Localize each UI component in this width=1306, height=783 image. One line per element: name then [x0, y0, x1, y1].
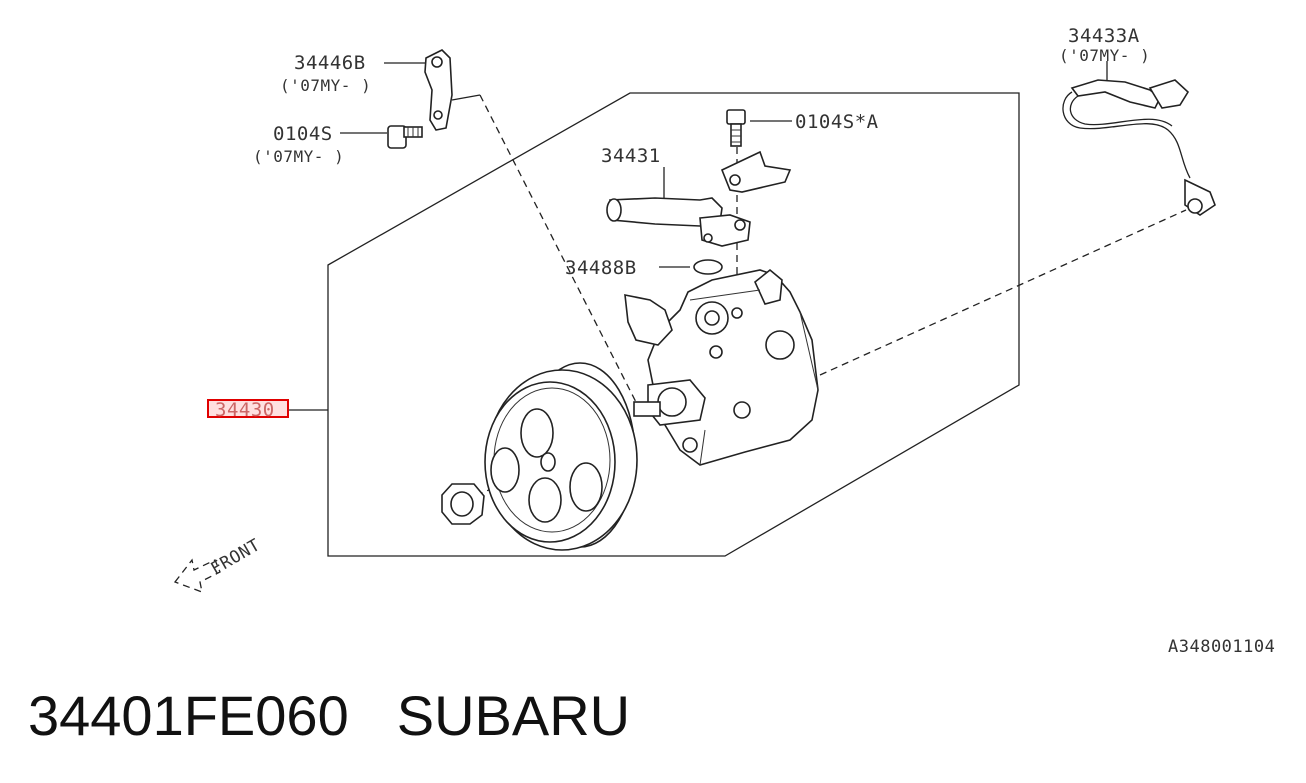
- bolt-part: [387, 125, 423, 149]
- label-0104s-note: ('07MY- ): [253, 147, 344, 166]
- sensor-hose-part: [1062, 79, 1216, 216]
- front-arrow-icon: FRONT: [173, 535, 264, 594]
- highlight-box[interactable]: [207, 399, 289, 418]
- label-34446b: 34446B: [294, 52, 366, 74]
- front-label: FRONT: [208, 535, 264, 579]
- pump-body: [624, 268, 819, 466]
- label-34488b: 34488B: [565, 257, 637, 279]
- leader-lines: [288, 61, 1108, 411]
- bolt-a-part: [726, 109, 746, 147]
- pipe-part: [606, 150, 792, 247]
- brand-name: SUBARU: [396, 684, 631, 747]
- nut-part: [441, 483, 485, 525]
- label-0104s-a: 0104S*A: [795, 111, 879, 133]
- label-34446b-note: ('07MY- ): [280, 76, 371, 95]
- label-34430[interactable]: 34430: [215, 399, 275, 421]
- bracket-part: [424, 49, 481, 131]
- caption: 34401FE060 SUBARU: [28, 683, 678, 748]
- diagram-code: A348001104: [1168, 637, 1275, 657]
- assembly-frame: [327, 92, 1020, 557]
- pulley-part: [484, 362, 638, 551]
- part-number: 34401FE060: [28, 684, 349, 747]
- label-0104s: 0104S: [273, 123, 333, 145]
- label-34433a: 34433A: [1068, 25, 1140, 47]
- label-34431: 34431: [601, 145, 661, 167]
- o-ring-part: [693, 259, 723, 275]
- label-34433a-note: ('07MY- ): [1059, 46, 1150, 65]
